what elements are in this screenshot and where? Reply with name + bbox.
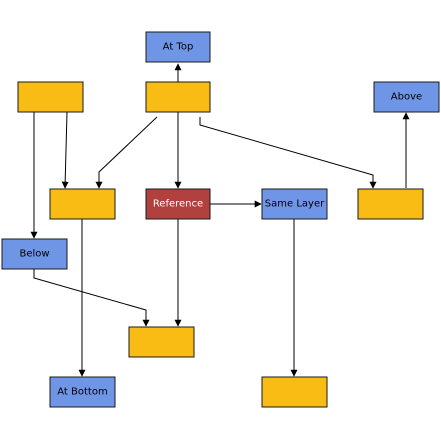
edge-box-top-mid-to-box-mid-left bbox=[95, 116, 158, 189]
node-box-mid-right[interactable] bbox=[357, 188, 424, 220]
node-above[interactable]: Above bbox=[373, 81, 440, 113]
node-at-top-label: At Top bbox=[163, 42, 194, 53]
edge-below-to-box-low-mid bbox=[33, 269, 150, 327]
node-box-mid-left[interactable] bbox=[49, 188, 116, 220]
node-at-bottom[interactable]: At Bottom bbox=[49, 376, 116, 408]
node-box-top-mid[interactable] bbox=[145, 81, 211, 113]
node-box-top-left[interactable] bbox=[17, 81, 84, 113]
node-same-layer-label: Same Layer bbox=[265, 199, 325, 210]
edge-box-top-left-to-box-mid-left bbox=[61, 111, 69, 189]
node-below[interactable]: Below bbox=[1, 238, 68, 270]
node-box-bottom-right[interactable] bbox=[261, 376, 328, 408]
node-reference[interactable]: Reference bbox=[145, 188, 211, 220]
node-above-label: Above bbox=[391, 92, 422, 103]
node-same-layer[interactable]: Same Layer bbox=[261, 188, 328, 220]
edge-box-top-mid-to-box-mid-right bbox=[199, 117, 377, 189]
node-at-bottom-label: At Bottom bbox=[57, 387, 107, 398]
node-below-label: Below bbox=[19, 249, 49, 260]
node-at-top[interactable]: At Top bbox=[145, 31, 211, 63]
node-box-low-mid[interactable] bbox=[128, 326, 195, 358]
node-reference-label: Reference bbox=[153, 199, 203, 210]
